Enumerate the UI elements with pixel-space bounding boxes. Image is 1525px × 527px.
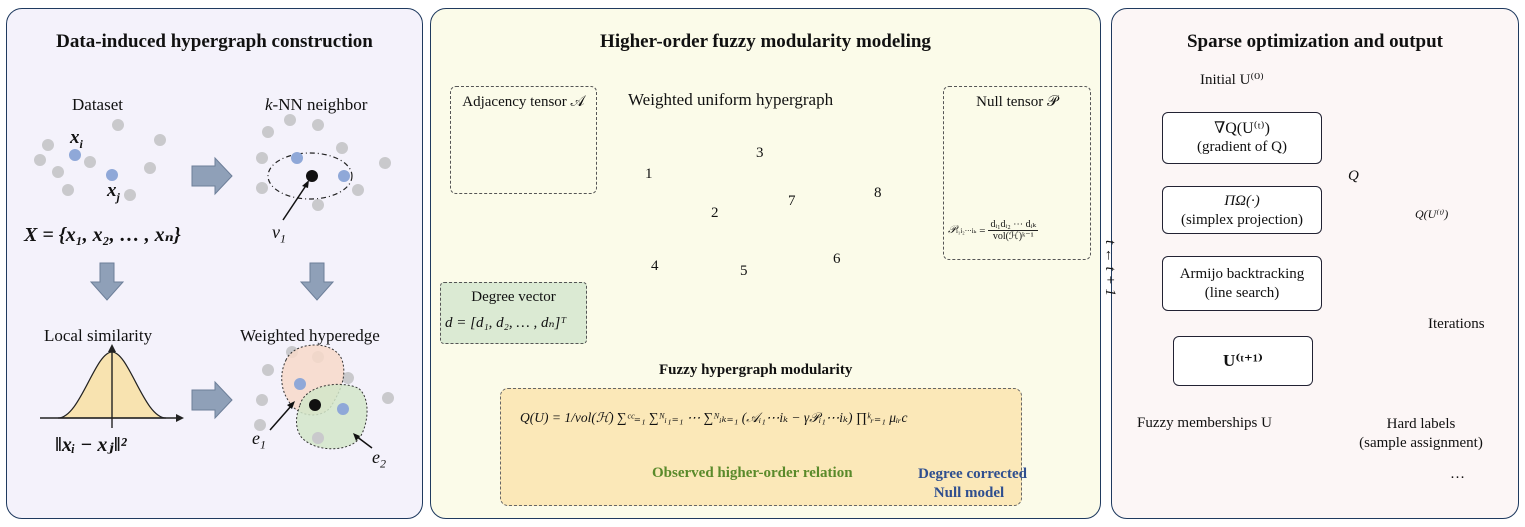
hypergraph-node-8: 8 <box>874 185 882 201</box>
gaussian-plot <box>40 344 184 428</box>
hypergraph-node-7: 7 <box>788 193 796 209</box>
point-xj <box>106 169 118 181</box>
hypergraph-label: Weighted uniform hypergraph <box>628 90 834 109</box>
v1-point <box>306 170 318 182</box>
modularity-formula: Q(U) = 1/vol(ℋ) ∑ᶜᶜ₌₁ ∑ᴺᵢ₁₌₁ ⋯ ∑ᴺᵢₖ₌₁ (𝒜… <box>520 410 908 425</box>
point-xi <box>69 149 81 161</box>
hypergraph-node-2: 2 <box>711 205 719 221</box>
xi-label: xi <box>70 127 83 151</box>
e1-label: e1 <box>252 428 266 452</box>
initial-label: Initial U⁽⁰⁾ <box>1200 72 1264 88</box>
panel-title: Higher-order fuzzy modularity modeling <box>600 31 931 52</box>
xj-label: xj <box>107 180 120 204</box>
local-similarity-label: Local similarity <box>44 326 153 345</box>
hypergraph-node-6: 6 <box>833 251 841 267</box>
fuzzy-memberships-label: Fuzzy memberships U <box>1137 415 1272 431</box>
adjacency-tensor-label: Adjacency tensor 𝒜 <box>462 94 585 110</box>
knn-ellipse <box>267 152 353 200</box>
hypergraph-node-4: 4 <box>651 258 659 274</box>
chart-x-label: Iterations <box>1428 316 1485 332</box>
update-box: U⁽ᵗ⁺¹⁾ <box>1173 336 1313 386</box>
adjacency-tensor-box: Adjacency tensor 𝒜 <box>450 86 597 194</box>
degree-vector-box: Degree vector d = [d₁, d₂, … , dₙ]ᵀ <box>440 282 587 344</box>
knn-label: k-NN neighbor <box>265 95 368 114</box>
ellipsis: … <box>1450 466 1465 482</box>
panel-title: Data-induced hypergraph construction <box>56 31 373 52</box>
degree-vector-formula: d = [d₁, d₂, … , dₙ]ᵀ <box>445 315 567 331</box>
block-arrow-down-1 <box>89 262 125 301</box>
fuzzy-modularity-title: Fuzzy hypergraph modularity <box>659 362 853 378</box>
loop-label: t ← t + 1 <box>1102 240 1118 296</box>
hypergraph-node-1: 1 <box>645 166 653 182</box>
block-arrow-right-2 <box>191 380 233 420</box>
hard-labels-label: Hard labels(sample assignment) <box>1359 416 1483 451</box>
dataset-label: Dataset <box>72 95 123 114</box>
projection-box: ΠΩ(·)(simplex projection) <box>1162 186 1322 234</box>
hypergraph-node-3: 3 <box>756 145 764 161</box>
chart-y-label: Q <box>1348 168 1359 184</box>
block-arrow-right-1 <box>191 156 233 196</box>
panel-title: Sparse optimization and output <box>1186 31 1444 52</box>
armijo-box: Armijo backtracking(line search) <box>1162 256 1322 311</box>
null-tensor-label: Null tensor 𝒫 <box>976 94 1058 110</box>
modularity-formula-box <box>500 388 1022 506</box>
panel-hypergraph-construction: Data-induced hypergraph construction <box>6 8 423 519</box>
weighted-hyperedge <box>254 344 394 450</box>
dataset-points <box>34 119 166 201</box>
weighted-hyperedge-label: Weighted hyperedge <box>240 326 380 345</box>
knn-points <box>256 114 391 211</box>
observed-relation-label: Observed higher-order relation <box>652 465 853 481</box>
hypergraph-node-5: 5 <box>740 263 748 279</box>
e2-label: e2 <box>372 447 386 471</box>
degree-vector-title: Degree vector <box>471 289 556 305</box>
gradient-box: ∇Q(U⁽ᵗ⁾)(gradient of Q) <box>1162 112 1322 164</box>
chart-curve-label: Q(U⁽ᵗ⁾) <box>1415 207 1449 221</box>
dataset-formula: X = {x₁, x₂, … , xₙ} <box>24 224 181 246</box>
v1-label: v1 <box>272 222 286 246</box>
distance-formula: ‖xᵢ − xⱼ‖² <box>55 434 127 456</box>
block-arrow-down-2 <box>299 262 335 301</box>
